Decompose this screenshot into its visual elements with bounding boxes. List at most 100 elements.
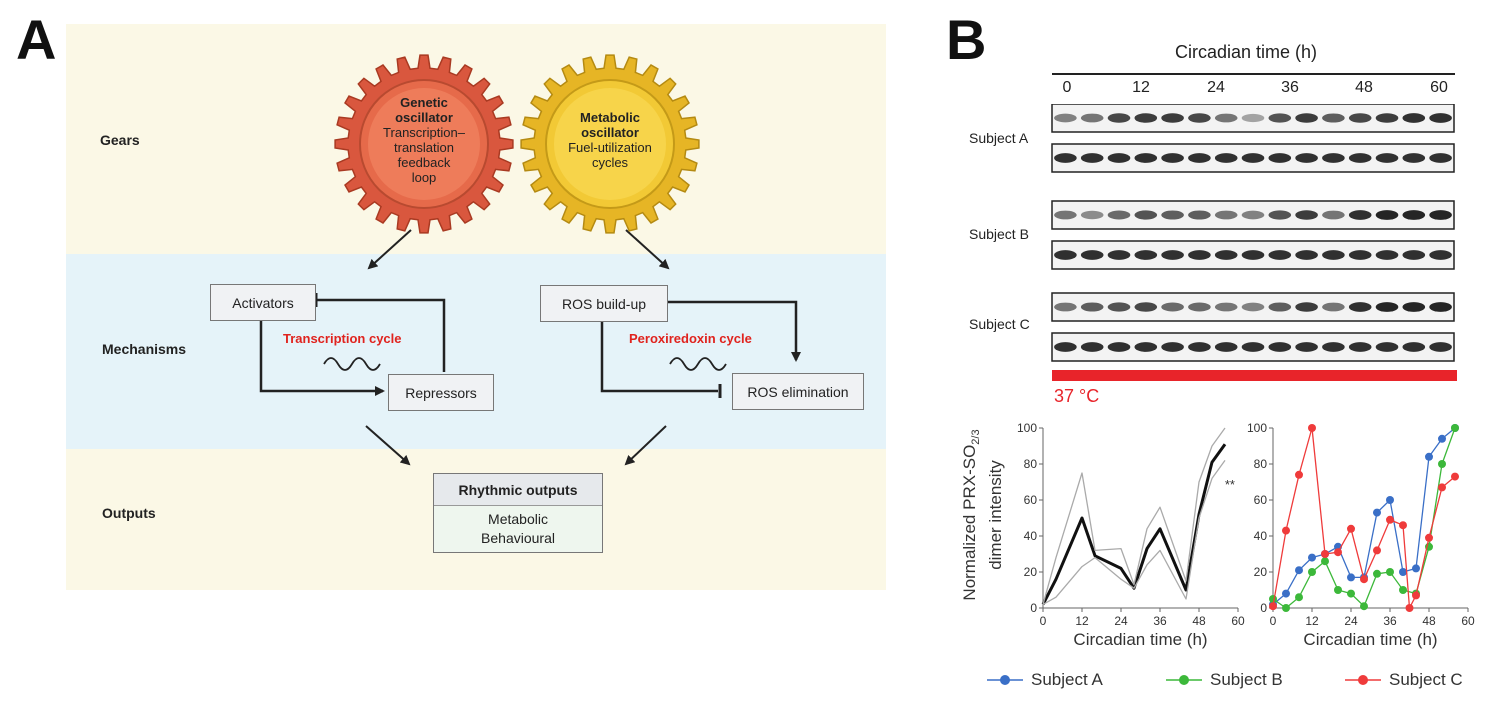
blot-band (1188, 210, 1211, 220)
blot-band (1241, 113, 1265, 123)
blot-tick: 36 (1281, 79, 1299, 96)
legend-subject-c: Subject C (1345, 670, 1463, 690)
data-point (1334, 586, 1342, 594)
data-point (1282, 526, 1290, 535)
arrow-metabolic-down (625, 229, 670, 270)
inhibit-repressors-to-activators (316, 298, 446, 372)
x-tick-label: 60 (1231, 614, 1245, 628)
metabolic-gear-text: Metabolic oscillator Fuel-utilization cy… (535, 110, 685, 170)
metabolic-gear-icon (520, 54, 700, 234)
blot-band (1268, 153, 1292, 163)
blot-band (1134, 210, 1158, 220)
arrow-ros-to-elimination (668, 300, 801, 362)
legend-subject-b: Subject B (1166, 670, 1283, 690)
blot-band (1295, 210, 1318, 220)
legend-subject-a: Subject A (987, 670, 1103, 690)
legend-marker-a (987, 675, 1023, 685)
transcription-wave-icon (323, 357, 381, 371)
metabolic-line-2: cycles (591, 155, 629, 170)
x-tick-label: 48 (1192, 614, 1206, 628)
blot-band (1188, 250, 1211, 260)
x-tick-label: 0 (1270, 614, 1277, 628)
genetic-line-1: Transcription– (383, 125, 465, 140)
inhibit-buildup-to-elimination (600, 322, 718, 393)
panel-b-letter: B (946, 8, 987, 71)
blot-band (1429, 342, 1452, 352)
blot-tick: 12 (1132, 79, 1150, 96)
blot-band (1268, 113, 1292, 123)
blot-band (1241, 210, 1265, 220)
blot-tick: 60 (1430, 79, 1448, 96)
blot-band (1375, 302, 1399, 312)
blot-title: Circadian time (h) (1175, 42, 1318, 62)
blot-band (1214, 113, 1238, 123)
data-point (1399, 521, 1407, 530)
blot-band (1161, 113, 1184, 123)
legend-label-a: Subject A (1031, 670, 1103, 689)
series-line-subject-c (1272, 427, 1456, 609)
row-label-outputs: Outputs (102, 505, 156, 521)
output-metabolic: Metabolic (488, 511, 548, 527)
y-tick-label: 40 (1254, 529, 1268, 543)
data-point (1269, 595, 1277, 603)
data-point (1386, 496, 1394, 504)
blot-band (1080, 153, 1104, 163)
blot-subject-b-label: Subject B (969, 226, 1029, 242)
blot-band (1134, 153, 1158, 163)
blot-band (1080, 250, 1104, 260)
rhythmic-outputs-title: Rhythmic outputs (434, 474, 602, 506)
data-point (1412, 591, 1420, 600)
blot-tick: 48 (1355, 79, 1373, 96)
blot-band (1375, 342, 1399, 352)
blot-band (1348, 342, 1372, 352)
blot-band (1188, 153, 1211, 163)
blot-band (1188, 113, 1211, 123)
blot-band (1214, 302, 1238, 312)
blot-band (1107, 113, 1131, 123)
blot-band (1348, 153, 1372, 163)
blot-band (1402, 113, 1426, 123)
blot-band (1322, 342, 1345, 352)
blot-band (1348, 113, 1372, 123)
significance-mark: ** (1225, 477, 1235, 492)
blot-band (1214, 210, 1238, 220)
blot-band (1107, 302, 1131, 312)
y-label-main: Normalized PRX-SO (959, 444, 979, 601)
data-point (1399, 586, 1407, 594)
blot-band (1161, 250, 1184, 260)
blot-band (1188, 342, 1211, 352)
blot-tick: 0 (1062, 79, 1072, 96)
series-line-lower (1042, 460, 1226, 605)
y-axis-label: Normalized PRX-SO2/3 dimer intensity (959, 420, 1005, 610)
x-tick-label: 0 (1040, 614, 1047, 628)
blot-band (1107, 342, 1131, 352)
legend-marker-c (1345, 675, 1381, 685)
data-point (1295, 470, 1303, 479)
data-point (1308, 424, 1316, 432)
blot-band (1429, 210, 1452, 220)
blot-band (1429, 113, 1452, 123)
arrow-activators-to-repressors (259, 321, 385, 396)
legend-label-b: Subject B (1210, 670, 1283, 689)
row-label-mechanisms: Mechanisms (102, 341, 187, 357)
data-point (1373, 569, 1381, 578)
y-tick-label: 40 (1024, 529, 1038, 543)
y-tick-label: 60 (1254, 493, 1268, 507)
blot-band (1214, 342, 1238, 352)
blot-band (1348, 210, 1372, 220)
panel-a-letter: A (16, 8, 57, 71)
blot-subject-c-label: Subject C (969, 316, 1030, 332)
x-axis-label: Circadian time (h) (1303, 630, 1437, 649)
arrow-genetic-down (367, 229, 412, 270)
blot-band (1322, 113, 1345, 123)
series-line-mean (1041, 443, 1227, 606)
blot-band (1295, 342, 1318, 352)
blot-band (1134, 342, 1158, 352)
blot-band (1295, 250, 1318, 260)
blot-band (1375, 113, 1399, 123)
data-point (1405, 604, 1414, 612)
blot-band (1295, 302, 1318, 312)
genetic-line-3: feedback (397, 155, 451, 170)
legend-label-c: Subject C (1389, 670, 1463, 689)
